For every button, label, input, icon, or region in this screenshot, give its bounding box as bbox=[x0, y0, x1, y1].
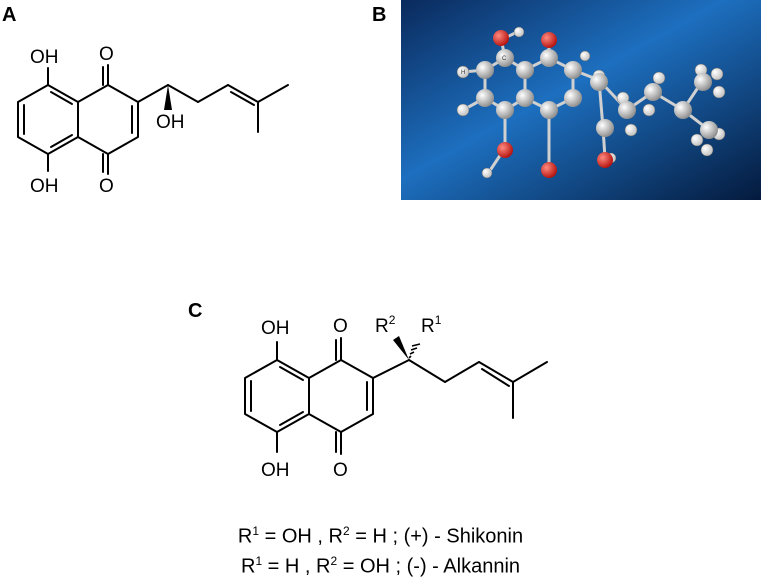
panel-a-label: A bbox=[2, 4, 17, 26]
ball-and-stick-model-b: C H bbox=[401, 0, 761, 200]
oxo-bottom-label-a: O bbox=[99, 176, 114, 197]
r1-label: R1 bbox=[421, 313, 442, 337]
r2-label: R2 bbox=[375, 313, 396, 337]
structure-a: OH O OH O OH bbox=[17, 44, 289, 197]
panel-b-label: B bbox=[372, 4, 387, 26]
structure-c: OH O OH O R2 R1 bbox=[244, 313, 548, 481]
oh-top-label-c: OH bbox=[261, 318, 290, 339]
oh-top-label-a: OH bbox=[30, 47, 59, 68]
oxo-top-label-c: O bbox=[333, 316, 348, 337]
panel-c-label: C bbox=[188, 300, 203, 322]
oxo-bottom-label-c: O bbox=[333, 460, 348, 481]
atom-label-h: H bbox=[461, 70, 465, 76]
caption-shikonin: R1 = OH , R2 = H ; (+) - Shikonin bbox=[237, 524, 524, 548]
caption-alkannin: R1 = H , R2 = OH ; (-) - Alkannin bbox=[240, 554, 521, 578]
oh-bottom-label-c: OH bbox=[261, 460, 290, 481]
oxo-top-label-a: O bbox=[99, 44, 114, 65]
oh-bottom-label-a: OH bbox=[30, 176, 59, 197]
side-oh-label-a: OH bbox=[156, 112, 185, 133]
atom-label-c: C bbox=[502, 56, 507, 62]
